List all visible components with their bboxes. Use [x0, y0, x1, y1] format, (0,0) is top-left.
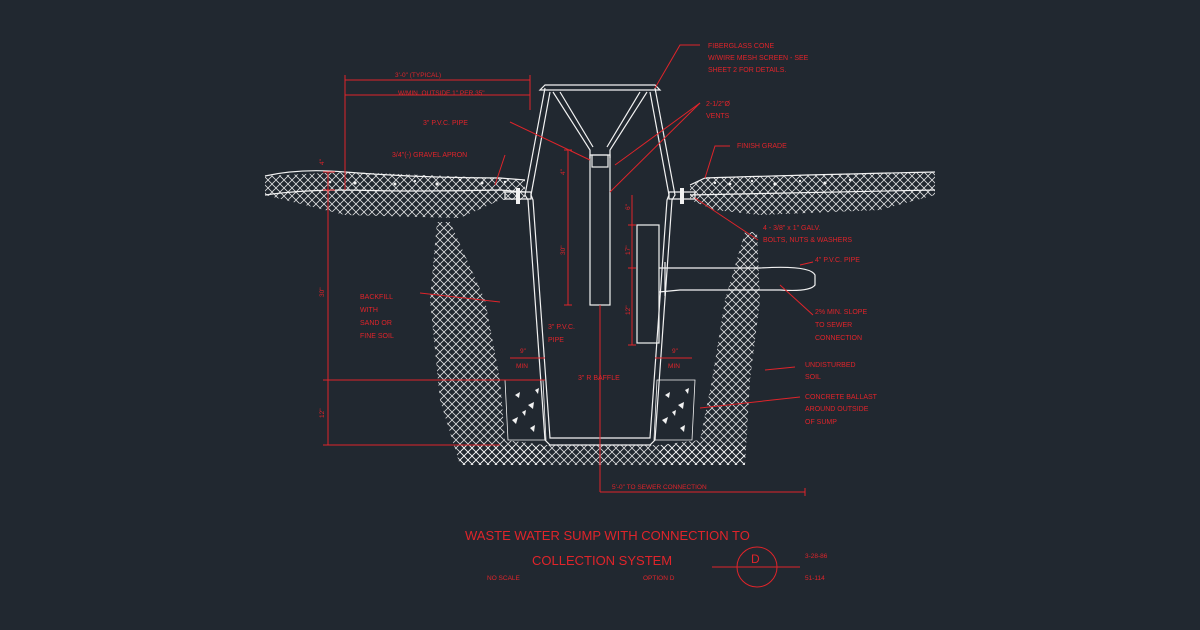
dim-min-right: MIN: [668, 363, 680, 370]
bolts-line2: BOLTS, NUTS & WASHERS: [763, 237, 852, 244]
drawing-title-line2: COLLECTION SYSTEM: [532, 553, 672, 568]
dim-four-grade: 4": [319, 158, 326, 165]
dim-thirty-left: 30": [319, 287, 326, 297]
slope-line3: CONNECTION: [815, 335, 862, 342]
vents-line1: 2-1/2"Ø: [706, 101, 730, 108]
fiberglass-cone-line2: W/WIRE MESH SCREEN - SEE: [708, 55, 809, 62]
backfill-line4: FINE SOIL: [360, 333, 394, 340]
slope-line2: TO SEWER: [815, 322, 852, 329]
slope-line1: 2% MIN. SLOPE: [815, 309, 867, 316]
pvc-pipe-4-label: 4" P.V.C. PIPE: [815, 257, 860, 264]
dim-twelve-left: 12": [319, 408, 326, 418]
sump-body: [504, 84, 816, 446]
dim-thirty-pipe: 30": [560, 245, 567, 255]
callout-fiberglass-cone: FIBERGLASS CONE W/WIRE MESH SCREEN - SEE…: [708, 43, 809, 74]
ballast-line2: AROUND OUTSIDE: [805, 406, 869, 413]
dim-six-right: 6": [625, 203, 632, 210]
finish-grade-label: FINISH GRADE: [737, 143, 787, 150]
pvc-pipe-3-inner-line2: PIPE: [548, 337, 564, 344]
bolts-line1: 4 - 3/8" x 1" GALV.: [763, 225, 821, 232]
drawing-title-line1: WASTE WATER SUMP WITH CONNECTION TO: [465, 528, 750, 543]
dimension-lines: [323, 44, 814, 496]
ballast-line3: OF SUMP: [805, 419, 837, 426]
title-block: WASTE WATER SUMP WITH CONNECTION TO COLL…: [465, 528, 828, 588]
backfill-line3: SAND OR: [360, 320, 392, 327]
baffle-label: 3" R BAFFLE: [578, 375, 620, 382]
backfill-line2: WITH: [360, 307, 378, 314]
vents-line2: VENTS: [706, 113, 730, 120]
backfill-line1: BACKFILL: [360, 294, 393, 301]
pvc-pipe-3-inner-line1: 3" P.V.C.: [548, 324, 575, 331]
pvc-pipe-3-top-label: 3" P.V.C. PIPE: [423, 120, 468, 127]
dim-sewer-connection: 5'-0" TO SEWER CONNECTION: [612, 484, 707, 491]
dim-twelve-right: 12": [625, 305, 632, 315]
drawing-sheet-number: 51-114: [805, 575, 825, 582]
drawing-option: OPTION D: [643, 575, 675, 582]
dim-nine-right: 9": [672, 348, 679, 355]
fiberglass-cone-line1: FIBERGLASS CONE: [708, 43, 774, 50]
ballast-line1: CONCRETE BALLAST: [805, 394, 878, 401]
detail-letter: D: [751, 552, 760, 566]
dim-min-left: MIN: [516, 363, 528, 370]
dim-typical: 3'-0" (TYPICAL): [395, 72, 441, 79]
drawing-scale: NO SCALE: [487, 575, 521, 582]
undisturbed-line1: UNDISTURBED: [805, 362, 856, 369]
dim-four-pipe: 4": [560, 168, 567, 175]
dim-nine-left: 9": [520, 348, 527, 355]
dim-outside-min: W/MIN. OUTSIDE 1" PER 35": [398, 90, 485, 97]
drawing-date: 3-28-86: [805, 553, 828, 560]
dim-seventeen-right: 17": [625, 245, 632, 255]
fiberglass-cone-line3: SHEET 2 FOR DETAILS.: [708, 67, 786, 74]
undisturbed-line2: SOIL: [805, 374, 821, 381]
gravel-apron: [264, 170, 936, 196]
gravel-apron-label: 3/4"(-) GRAVEL APRON: [392, 152, 467, 159]
